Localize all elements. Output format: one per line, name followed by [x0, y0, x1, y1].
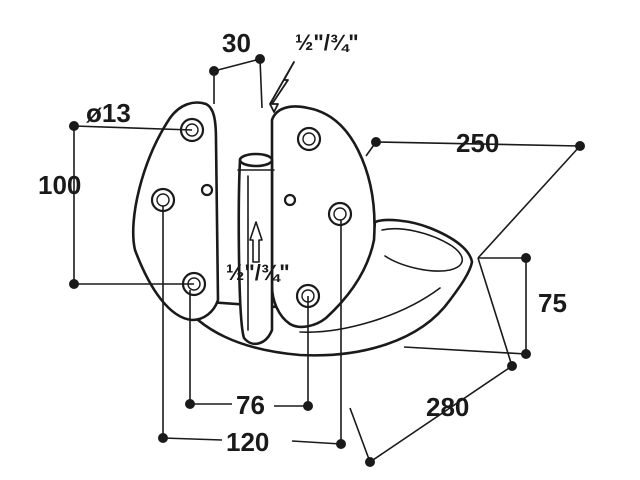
left-mounting-plate: [131, 101, 220, 322]
bowl-inner-curve: [299, 287, 441, 333]
mounting-hole-small-left: [200, 183, 214, 197]
pipe-arrow-bottom: [249, 221, 263, 263]
pipe-arrow-top: [269, 61, 295, 113]
label-pipe-top: ½"/¾": [295, 30, 359, 55]
mounting-hole-small-right: [283, 193, 297, 207]
label-width-top: 250: [456, 128, 499, 158]
label-hole-diameter: ø13: [86, 98, 131, 128]
mounting-hole-mid-right: [327, 201, 353, 227]
label-hole-spacing-outer: 120: [226, 427, 269, 457]
dimension-labels: ø13 30 ½"/¾" ½"/¾" 250 100 75 280 76 120: [38, 28, 567, 457]
right-mounting-plate: [270, 105, 376, 329]
label-top-gap: 30: [222, 28, 251, 58]
bowl-rim: [381, 227, 464, 272]
label-hole-spacing-inner: 76: [236, 390, 265, 420]
bowl-body: [131, 101, 474, 357]
label-depth-bottom: 280: [426, 392, 469, 422]
mounting-hole-top-right: [296, 126, 322, 152]
label-pipe-bottom: ½"/¾": [226, 260, 290, 285]
label-depth-right: 75: [538, 288, 567, 318]
inlet-pipe-mouth: [238, 152, 274, 168]
dimension-lines: [69, 54, 585, 467]
label-height-left: 100: [38, 170, 81, 200]
